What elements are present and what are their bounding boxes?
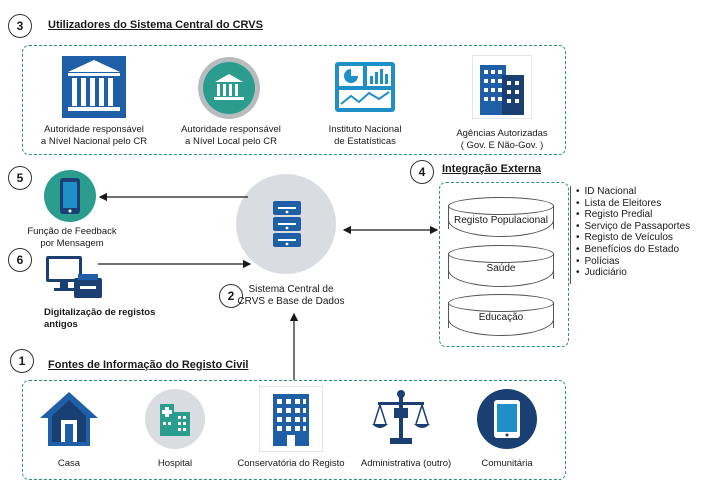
user-label-national-line1: Autoridade responsável bbox=[44, 124, 144, 135]
user-label-statistics-line2: de Estatísticas bbox=[334, 135, 396, 147]
section-5-number: 5 bbox=[8, 166, 32, 190]
central-system-label-line2: CRVS e Base de Dados bbox=[237, 295, 345, 307]
integration-container bbox=[439, 182, 569, 347]
section-3-number: 3 bbox=[8, 14, 32, 38]
section-1-number: 1 bbox=[10, 349, 34, 373]
user-label-agencies-line2: ( Gov. E Não-Gov. ) bbox=[460, 139, 544, 151]
list-item: Registo de Veículos bbox=[576, 232, 690, 244]
national-building-icon bbox=[62, 56, 126, 118]
source-label-administrative: Administrativa (outro) bbox=[360, 458, 452, 469]
list-item: Registo Predial bbox=[576, 209, 690, 221]
mobile-phone-icon bbox=[44, 170, 96, 222]
registry-office-icon bbox=[258, 385, 324, 453]
hospital-icon bbox=[144, 388, 206, 450]
database-health: Saúde bbox=[448, 245, 554, 287]
users-section-title: Utilizadores do Sistema Central do CRVS bbox=[48, 19, 263, 31]
digitization-label-line1: Digitalização de registos bbox=[44, 307, 156, 318]
database-education-label: Educação bbox=[478, 312, 524, 323]
source-label-home: Casa bbox=[57, 458, 81, 469]
section-2-number: 2 bbox=[219, 284, 243, 308]
office-buildings-icon bbox=[471, 54, 533, 120]
list-item: Benefícios do Estado bbox=[576, 244, 690, 256]
user-label-statistics-line1: Instituto Nacional bbox=[328, 124, 402, 135]
central-system-label: Sistema Central de CRVS e Base de Dados bbox=[236, 284, 346, 307]
list-item: Lista de Eleitores bbox=[576, 198, 690, 210]
digitization-label-line2: antigos bbox=[44, 318, 78, 330]
user-label-local-line1: Autoridade responsável bbox=[181, 124, 281, 135]
list-item: Polícias bbox=[576, 256, 690, 268]
sources-container bbox=[22, 380, 566, 480]
database-education: Educação bbox=[448, 294, 554, 336]
user-label-statistics: Instituto Nacional de Estatísticas bbox=[305, 124, 425, 147]
source-label-hospital: Hospital bbox=[157, 458, 193, 469]
central-server-icon bbox=[236, 174, 336, 274]
list-item: ID Nacional bbox=[576, 186, 690, 198]
list-item: Judiciário bbox=[576, 267, 690, 279]
user-label-national-line2: a Nível Nacional pelo CR bbox=[40, 135, 148, 147]
external-systems-list: ID Nacional Lista de Eleitores Registo P… bbox=[576, 186, 691, 279]
computer-scanner-icon bbox=[44, 254, 104, 302]
tablet-icon bbox=[476, 388, 538, 450]
database-population-registry: Registo Populacional bbox=[448, 197, 554, 237]
user-label-local: Autoridade responsável a Nível Local pel… bbox=[171, 124, 291, 147]
sources-section-title: Fontes de Informação do Registo Civil bbox=[48, 359, 249, 371]
user-label-agencies-line1: Agências Autorizadas bbox=[456, 128, 548, 139]
house-icon bbox=[38, 388, 100, 450]
feedback-label-line1: Função de Feedback bbox=[27, 226, 117, 237]
section-4-number: 4 bbox=[410, 160, 434, 184]
database-population-registry-label: Registo Populacional bbox=[454, 215, 548, 226]
scales-of-justice-icon bbox=[370, 388, 432, 450]
local-building-icon bbox=[197, 56, 261, 120]
feedback-label-line2: por Mensagem bbox=[40, 237, 104, 249]
source-label-registry-office: Conservatória do Registo bbox=[237, 458, 345, 469]
source-label-community: Comunitária bbox=[481, 458, 533, 469]
section-6-number: 6 bbox=[8, 248, 32, 272]
feedback-label: Função de Feedback por Mensagem bbox=[12, 226, 132, 249]
users-container bbox=[22, 45, 566, 155]
user-label-local-line2: a Nível Local pelo CR bbox=[185, 135, 277, 147]
digitization-label: Digitalização de registos antigos bbox=[44, 307, 155, 330]
user-label-national: Autoridade responsável a Nível Nacional … bbox=[34, 124, 154, 147]
list-item: Serviço de Passaportes bbox=[576, 221, 691, 233]
list-bracket bbox=[570, 186, 571, 284]
database-health-label: Saúde bbox=[486, 263, 516, 274]
user-label-agencies: Agências Autorizadas ( Gov. E Não-Gov. ) bbox=[442, 128, 562, 151]
statistics-dashboard-icon bbox=[335, 62, 395, 112]
central-system-label-line1: Sistema Central de bbox=[248, 284, 334, 295]
integration-section-title: Integração Externa bbox=[442, 163, 542, 175]
